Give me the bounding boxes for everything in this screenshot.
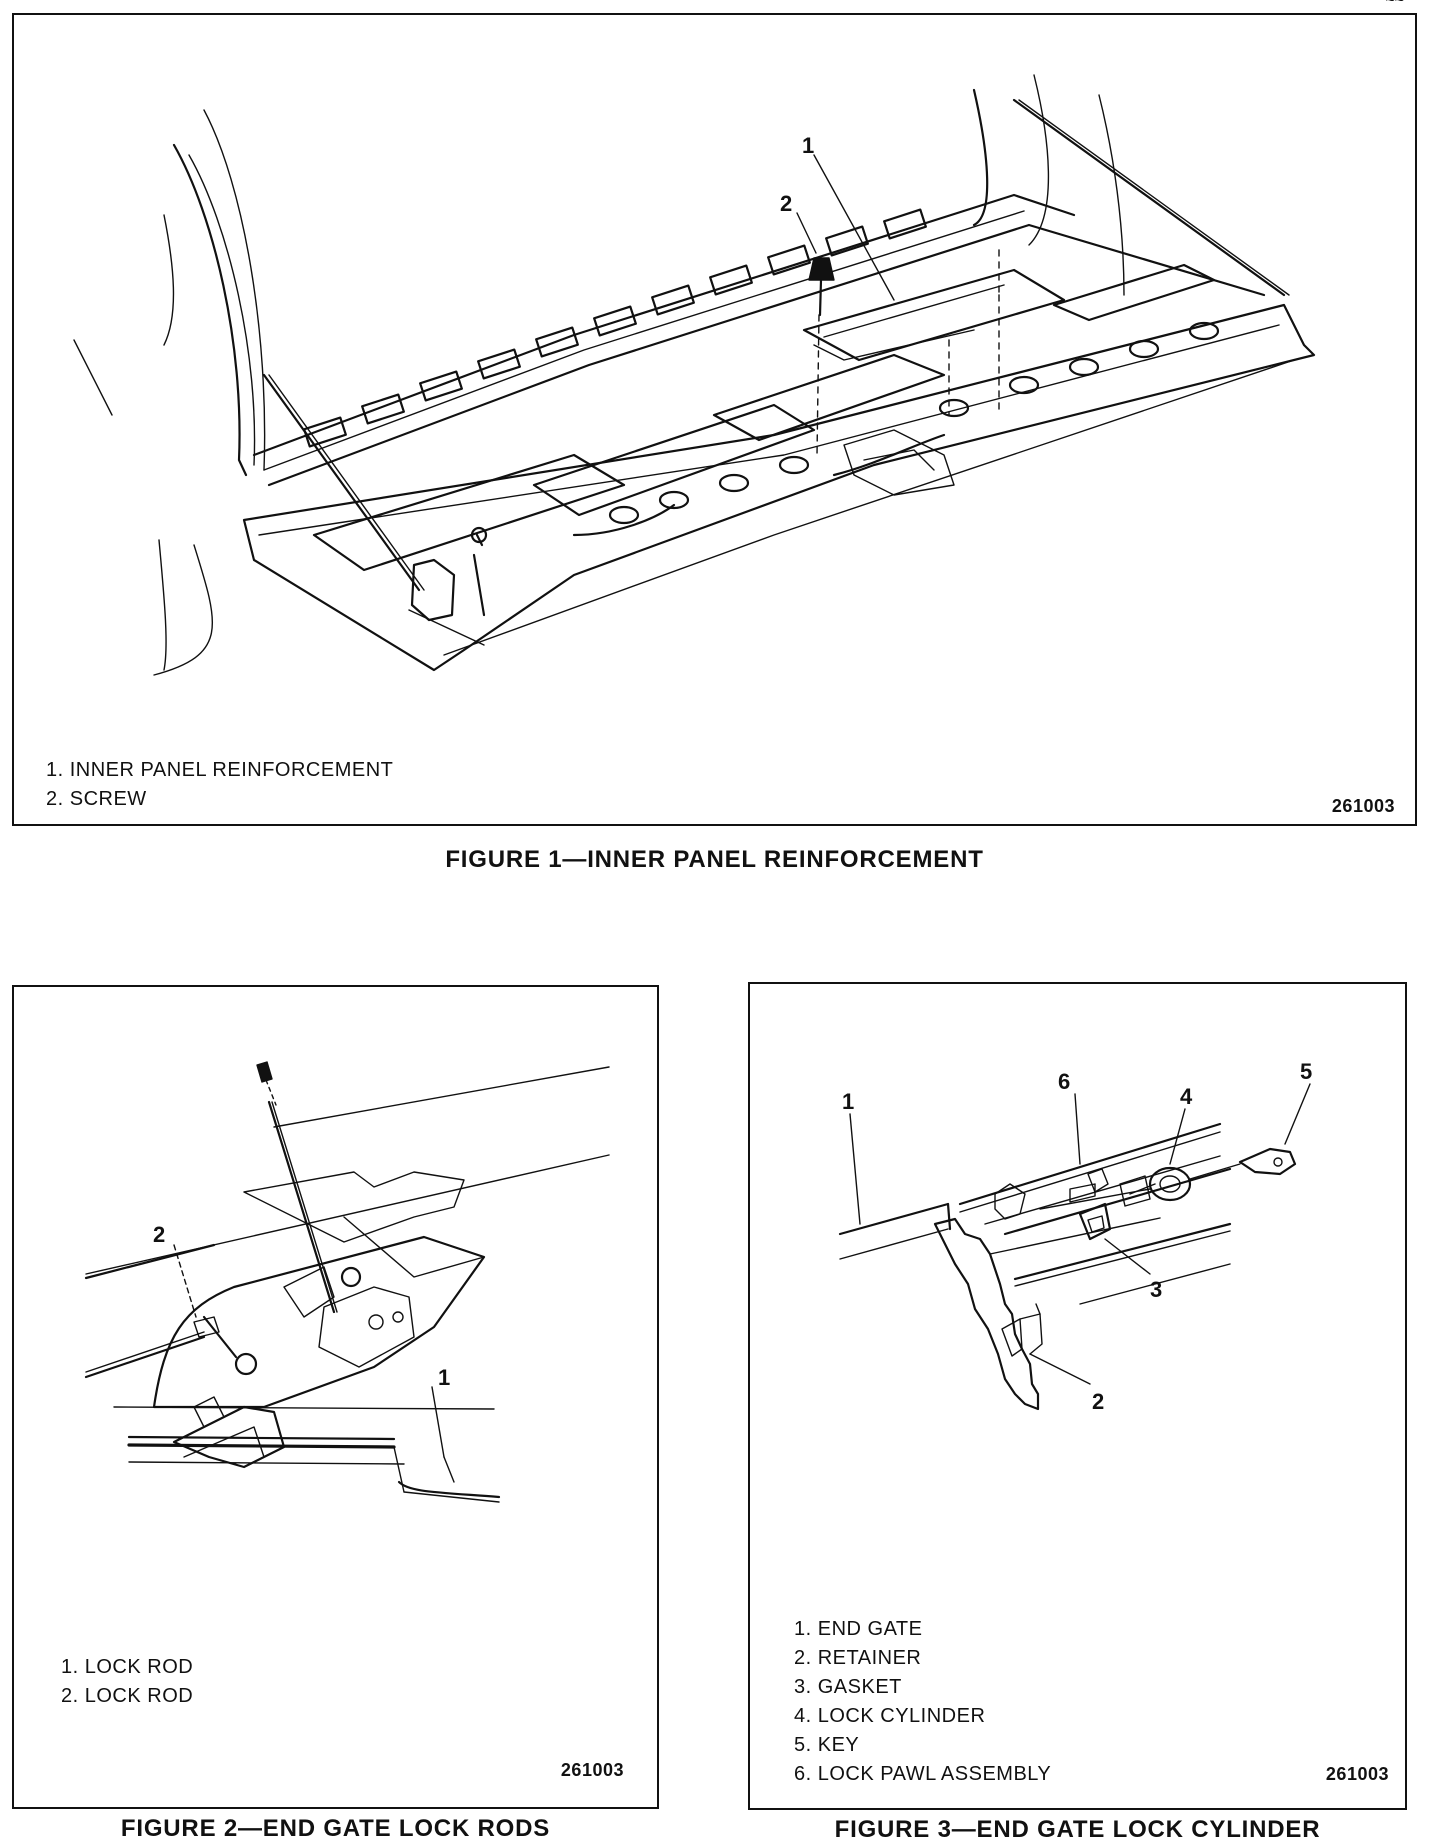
figure-3-callout-2: 2 bbox=[1092, 1389, 1104, 1414]
figure-1-callout-1: 1 bbox=[802, 133, 814, 158]
figure-3-callout-3: 3 bbox=[1150, 1277, 1162, 1302]
figure-1-callout-2: 2 bbox=[780, 191, 792, 216]
legend-item: 4. LOCK CYLINDER bbox=[794, 1705, 986, 1727]
figure-3-callout-5: 5 bbox=[1300, 1059, 1312, 1084]
figure-3-caption: FIGURE 3—END GATE LOCK CYLINDER bbox=[834, 1816, 1321, 1843]
figure-3-callout-6: 6 bbox=[1058, 1069, 1070, 1094]
figure-1-code: 261003 bbox=[1331, 796, 1395, 816]
figure-1-panel: 1 2 1. INNER PANEL REINFORCEMENT 2. SCRE… bbox=[12, 13, 1417, 826]
figure-2-illustration: 2 1 bbox=[84, 1061, 610, 1503]
legend-item: 3. GASKET bbox=[794, 1676, 902, 1698]
figure-3-illustration: 6 5 4 1 3 2 bbox=[838, 1059, 1312, 1414]
legend-item: 5. KEY bbox=[794, 1734, 860, 1756]
legend-item: 1. LOCK ROD bbox=[61, 1656, 194, 1678]
figure-1-legend: 1. INNER PANEL REINFORCEMENT 2. SCREW bbox=[46, 756, 393, 814]
figure-3-code: 261003 bbox=[1325, 1764, 1389, 1784]
legend-item: 2. SCREW bbox=[46, 788, 147, 810]
figure-3-callout-4: 4 bbox=[1180, 1084, 1193, 1109]
legend-item: 1. INNER PANEL REINFORCEMENT bbox=[46, 759, 394, 781]
legend-item: 2. RETAINER bbox=[794, 1647, 922, 1669]
legend-item: 6. LOCK PAWL ASSEMBLY bbox=[794, 1763, 1052, 1785]
figure-2-caption: FIGURE 2—END GATE LOCK RODS bbox=[120, 1815, 551, 1842]
figure-2-callout-1: 1 bbox=[438, 1365, 450, 1390]
figure-2-legend: 1. LOCK ROD 2. LOCK ROD bbox=[61, 1653, 193, 1711]
figure-2-callout-2: 2 bbox=[153, 1222, 165, 1247]
figure-3-panel: 6 5 4 1 3 2 1. END GATE 2. RETAINER 3. G… bbox=[748, 982, 1407, 1810]
legend-item: 1. END GATE bbox=[794, 1618, 923, 1640]
figure-2-panel: 2 1 1. LOCK ROD 2. LOCK ROD 261003 bbox=[12, 985, 659, 1809]
header-mark: ~~ bbox=[1385, 0, 1404, 9]
figure-2-code: 261003 bbox=[560, 1760, 624, 1780]
figure-3-callout-1: 1 bbox=[842, 1089, 854, 1114]
figure-1-caption: FIGURE 1—INNER PANEL REINFORCEMENT bbox=[445, 846, 984, 873]
figure-3-legend: 1. END GATE 2. RETAINER 3. GASKET 4. LOC… bbox=[794, 1615, 1051, 1789]
figure-1-illustration: 1 2 bbox=[73, 74, 1316, 676]
legend-item: 2. LOCK ROD bbox=[61, 1685, 194, 1707]
